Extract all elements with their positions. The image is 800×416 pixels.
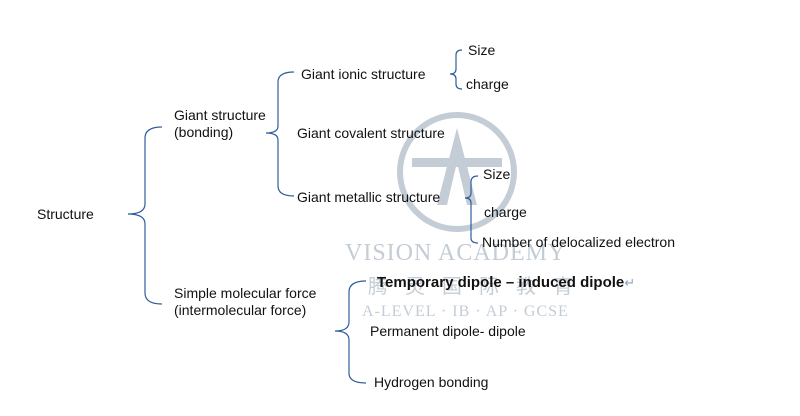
- node-structure: Structure: [37, 206, 94, 222]
- node-metallic-charge: charge: [484, 204, 527, 220]
- bracket-metallic: [464, 175, 479, 244]
- node-permanent-dipole: Permanent dipole- dipole: [370, 323, 526, 339]
- node-giant-covalent: Giant covalent structure: [297, 125, 445, 141]
- node-ionic-size: Size: [468, 42, 496, 58]
- node-giant-structure: Giant structure (bonding): [174, 107, 266, 140]
- node-metallic-delocalized: Number of delocalized electron: [482, 234, 675, 250]
- node-hydrogen-bonding: Hydrogen bonding: [374, 374, 489, 390]
- bracket-giant: [265, 71, 295, 197]
- node-temporary-dipole: Temporary dipole – induced dipole↵: [377, 274, 635, 291]
- watermark-title: VISION ACADEMY: [345, 240, 567, 266]
- node-giant-ionic: Giant ionic structure: [301, 66, 426, 82]
- node-simple-molecular: Simple molecular force (intermolecular f…: [174, 285, 317, 318]
- watermark-chinese: 腾 灵 国 际 教 育: [368, 276, 579, 298]
- node-giant-metallic: Giant metallic structure: [297, 189, 441, 205]
- node-temporary-dipole-text: Temporary dipole – induced dipole: [377, 274, 625, 291]
- bracket-ionic: [449, 49, 463, 90]
- bracket-simple: [334, 280, 367, 384]
- node-metallic-size: Size: [483, 166, 511, 182]
- return-mark-icon: ↵: [624, 275, 636, 290]
- node-ionic-charge: charge: [466, 76, 509, 92]
- bracket-root: [127, 126, 163, 305]
- watermark-subtitle: A-LEVEL · IB · AP · GCSE: [362, 303, 569, 320]
